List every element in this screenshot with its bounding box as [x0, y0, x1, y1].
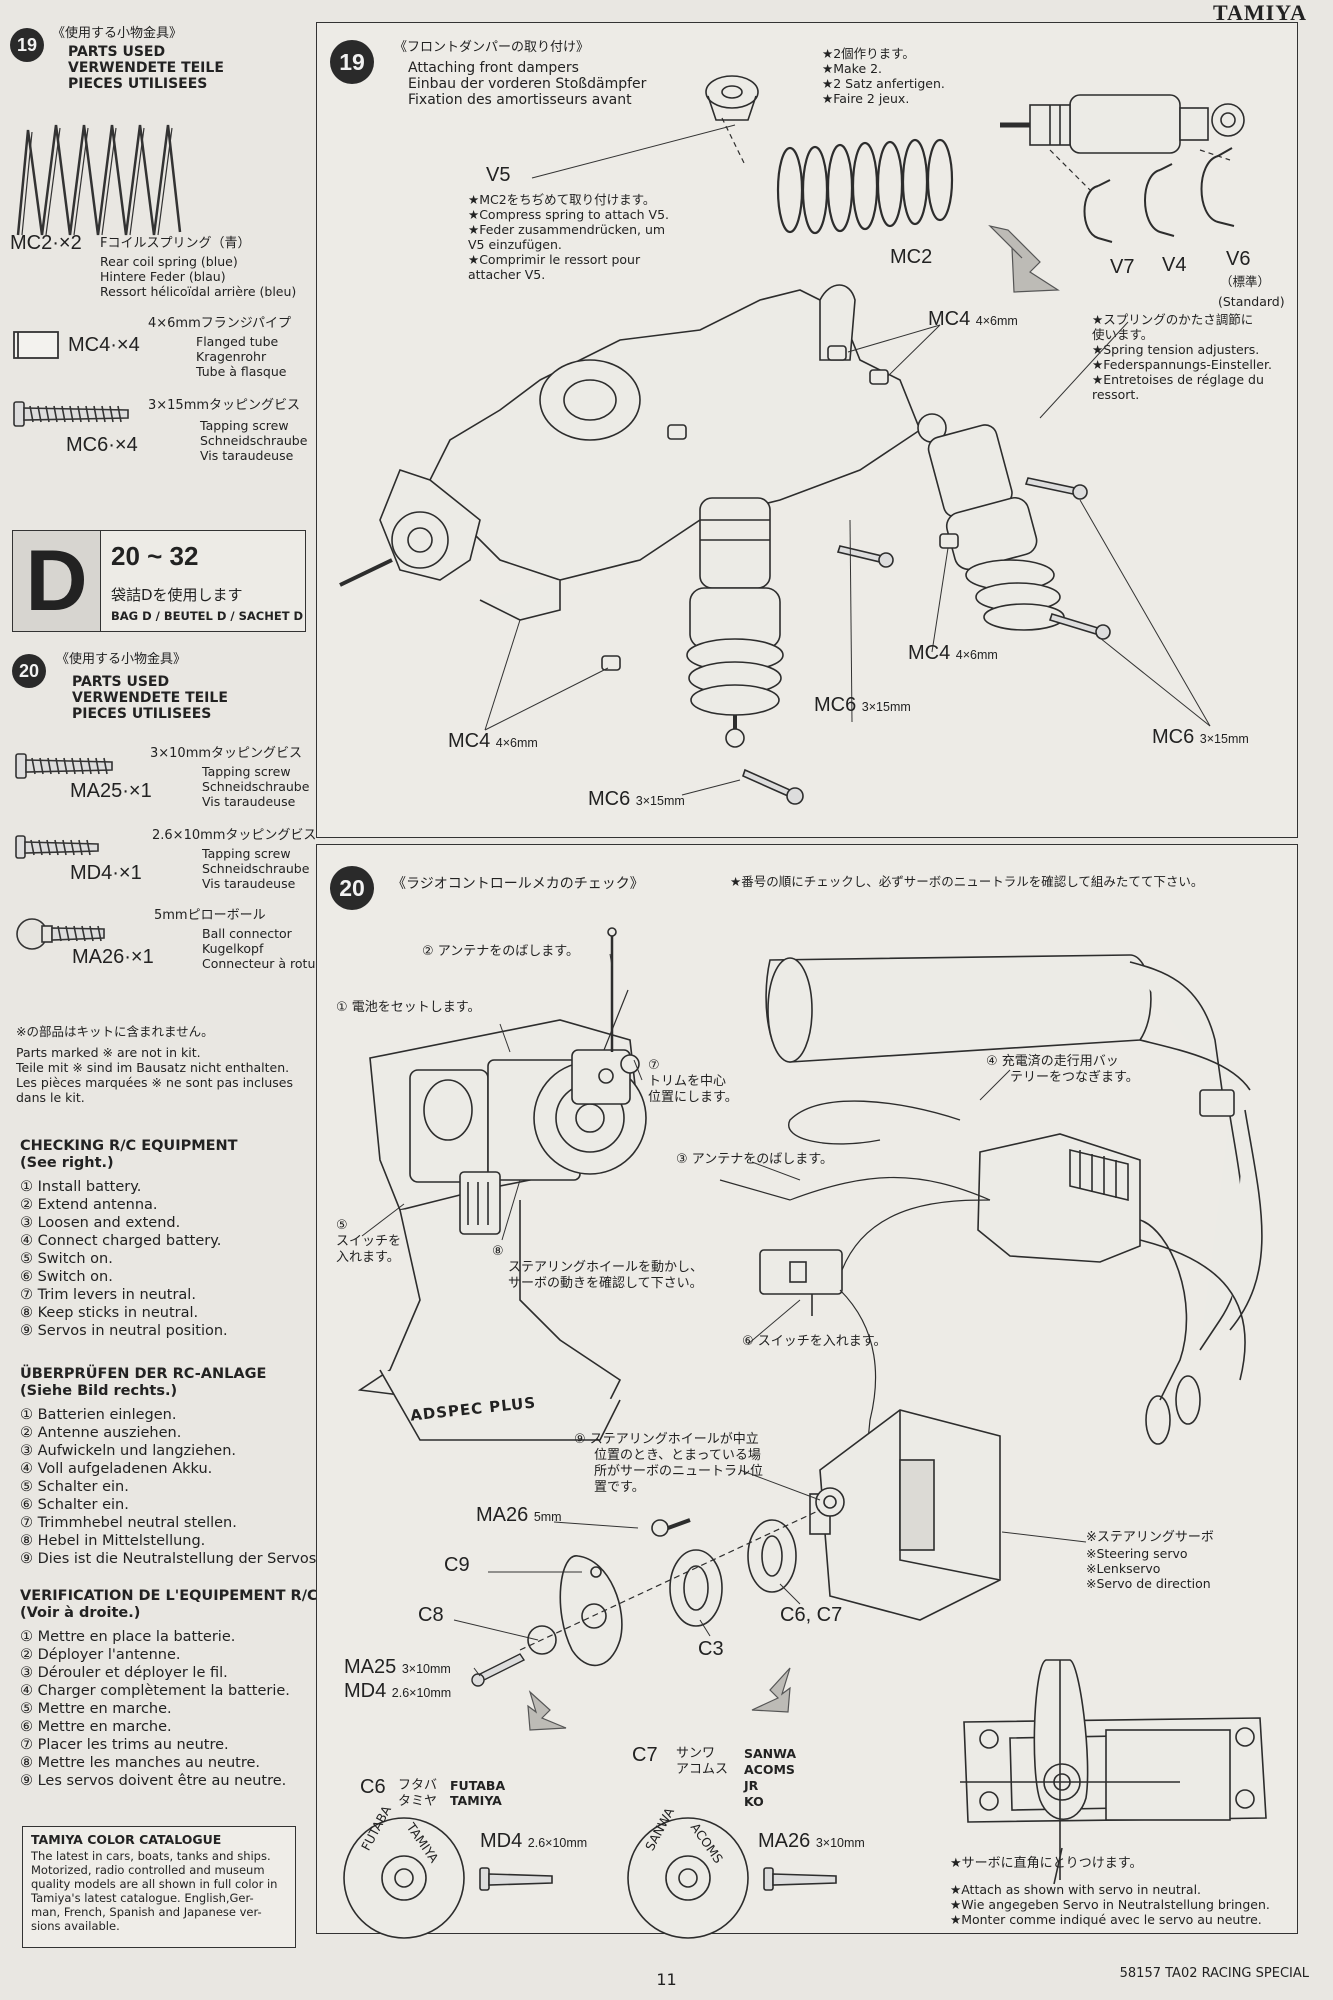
label-c8: C8 — [418, 1604, 444, 1626]
label-mc2: MC2 — [890, 246, 933, 268]
step-20-badge: 20 — [12, 654, 46, 688]
label-v7: V7 — [1110, 256, 1135, 278]
tapping-screw-md4-icon — [15, 835, 99, 859]
parts-used-jp: 《使用する小物金具》 — [52, 26, 183, 41]
step20-s9: ⑨ ステアリングホイールが中立 位置のとき、とまっている場 所がサーボのニュート… — [574, 1432, 764, 1495]
md4-bottom-label: MD4 2.6×10mm — [480, 1830, 588, 1852]
make-2-note: ★2個作ります。 ★Make 2. ★2 Satz anfertigen. ★F… — [822, 46, 945, 106]
part-code-ma25: MA25·×1 — [70, 780, 152, 802]
step-19-title-jp: 《フロントダンパーの取り付け》 — [394, 40, 590, 55]
label-c9: C9 — [444, 1554, 470, 1576]
check-fr: VERIFICATION DE L'EQUIPEMENT R/C (Voir à… — [20, 1588, 318, 1789]
step20-s3: ③ アンテナをのばします。 — [676, 1152, 833, 1167]
part-desc-ma26: Ball connector Kugelkopf Connecteur à ro… — [202, 926, 327, 971]
label-mc6-bottom: MC6 3×15mm — [588, 788, 685, 810]
part-desc-mc2: Rear coil spring (blue) Hintere Feder (b… — [100, 254, 297, 299]
label-v6-standard-jp: （標準） — [1220, 274, 1271, 289]
step-19-panel — [316, 22, 1298, 838]
step20-s5: ⑤ スイッチを 入れます。 — [336, 1218, 402, 1265]
step20-s7: ⑦ トリムを中心 位置にします。 — [648, 1058, 738, 1105]
flanged-tube-icon — [13, 331, 59, 359]
part-code-md4: MD4·×1 — [70, 862, 142, 884]
bag-letter: D — [13, 531, 101, 631]
part-desc-jp-mc6: 3×15mmタッピングビス — [148, 398, 301, 413]
step-19-title: Attaching front dampers Einbau der vorde… — [408, 60, 647, 108]
part-desc-md4: Tapping screw Schneidschraube Vis taraud… — [202, 846, 310, 891]
step20-s8: ⑧ ステアリングホイールを動かし、 サーボの動きを確認して下さい。 — [492, 1244, 704, 1291]
part-desc-jp-mc4: 4×6mmフランジパイプ — [148, 316, 291, 331]
step-20-check-order-note: ★番号の順にチェックし、必ずサーボのニュートラルを確認して組みたてて下さい。 — [730, 874, 1204, 889]
kit-code: 58157 TA02 RACING SPECIAL — [1119, 1966, 1309, 1981]
step20-s2: ② アンテナをのばします。 — [422, 944, 579, 959]
c6-brands: FUTABA TAMIYA — [450, 1778, 506, 1808]
part-desc-jp-ma26: 5mmピローボール — [154, 908, 266, 923]
parts-used-title: PARTS USED VERWENDETE TEILE PIECES UTILI… — [68, 44, 224, 92]
part-desc-mc6: Tapping screw Schneidschraube Vis taraud… — [200, 418, 308, 463]
step20-s6: ⑥ スイッチを入れます。 — [742, 1334, 887, 1349]
step-19-number: 19 — [330, 40, 374, 84]
coil-spring-icon — [16, 124, 182, 236]
step20-s1: ① 電池をセットします。 — [336, 1000, 481, 1015]
step-20-title-jp: 《ラジオコントロールメカのチェック》 — [392, 876, 644, 892]
attach-servo-note: ★サーボに直角にとりつけます。 ★Attach as shown with se… — [950, 1856, 1270, 1927]
color-catalogue-box: TAMIYA COLOR CATALOGUE The latest in car… — [22, 1826, 296, 1948]
label-v5: V5 — [486, 164, 511, 186]
check-de: ÜBERPRÜFEN DER RC-ANLAGE (Siehe Bild rec… — [20, 1366, 321, 1567]
label-v6: V6 — [1226, 248, 1251, 270]
label-ma25: MA25 3×10mm — [344, 1656, 451, 1678]
bag-en: BAG D / BEUTEL D / SACHET D — [111, 609, 304, 623]
c6-brands-jp: フタバ タミヤ — [398, 1778, 438, 1809]
label-c6-c7: C6, C7 — [780, 1604, 843, 1626]
label-ma26: MA26 5mm — [476, 1504, 562, 1526]
c6-code: C6 — [360, 1776, 386, 1798]
part-desc-mc4: Flanged tube Kragenrohr Tube à flasque — [196, 334, 287, 379]
bag-d-panel: D 20 ~ 32 袋詰Dを使用します BAG D / BEUTEL D / S… — [12, 530, 306, 632]
compress-spring-note: ★MC2をちぢめて取り付けます。 ★Compress spring to att… — [468, 192, 670, 282]
part-desc-jp-ma25: 3×10mmタッピングビス — [150, 746, 303, 761]
page-number: 11 — [656, 1970, 677, 1989]
label-mc6-center: MC6 3×15mm — [814, 694, 911, 716]
ma26-bottom-label: MA26 3×10mm — [758, 1830, 865, 1852]
step-20-number: 20 — [330, 866, 374, 910]
c7-code: C7 — [632, 1744, 658, 1766]
label-mc4-right: MC4 4×6mm — [908, 642, 998, 664]
parts-used-jp-20: 《使用する小物金具》 — [56, 652, 187, 667]
c7-brands: SANWA ACOMS JR KO — [744, 1746, 797, 1809]
label-c3: C3 — [698, 1638, 724, 1660]
part-desc-jp-mc2: Fコイルスプリング（青） — [100, 236, 251, 251]
step20-s4: ④ 充電済の走行用バッ テリーをつなぎます。 — [986, 1054, 1139, 1085]
not-in-kit-note: ※の部品はキットに含まれません。 Parts marked ※ are not … — [16, 1024, 293, 1105]
label-v6-standard: (Standard) — [1218, 294, 1285, 309]
tapping-screw-icon — [13, 401, 129, 427]
label-md4: MD4 2.6×10mm — [344, 1680, 452, 1702]
label-mc6-right: MC6 3×15mm — [1152, 726, 1249, 748]
brand-logo: TAMIYA — [1212, 0, 1307, 25]
step-19-badge: 19 — [10, 28, 44, 62]
label-v4: V4 — [1162, 254, 1187, 276]
label-mc4-top: MC4 4×6mm — [928, 308, 1018, 330]
c7-brands-jp: サンワ アコムス — [676, 1746, 729, 1777]
part-desc-jp-md4: 2.6×10mmタッピングビス — [152, 828, 317, 843]
ball-connector-icon — [16, 918, 105, 950]
part-code-mc4: MC4·×4 — [68, 334, 140, 356]
check-en: CHECKING R/C EQUIPMENT (See right.) ① In… — [20, 1138, 238, 1339]
part-desc-ma25: Tapping screw Schneidschraube Vis taraud… — [202, 764, 310, 809]
part-code-mc6: MC6·×4 — [66, 434, 138, 456]
label-mc4-left: MC4 4×6mm — [448, 730, 538, 752]
steering-servo-label: ※ステアリングサーボ ※Steering servo ※Lenkservo ※S… — [1086, 1530, 1214, 1591]
parts-used-title-20: PARTS USED VERWENDETE TEILE PIECES UTILI… — [72, 674, 228, 722]
tapping-screw-ma25-icon — [15, 753, 113, 779]
part-code-ma26: MA26·×1 — [72, 946, 154, 968]
part-code-mc2: MC2·×2 — [10, 232, 82, 254]
bag-step-range: 20 ~ 32 — [111, 541, 199, 571]
spring-adjuster-note: ★スプリングのかたさ調節に 使います。 ★Spring tension adju… — [1092, 312, 1272, 402]
bag-jp: 袋詰Dを使用します — [111, 586, 243, 604]
